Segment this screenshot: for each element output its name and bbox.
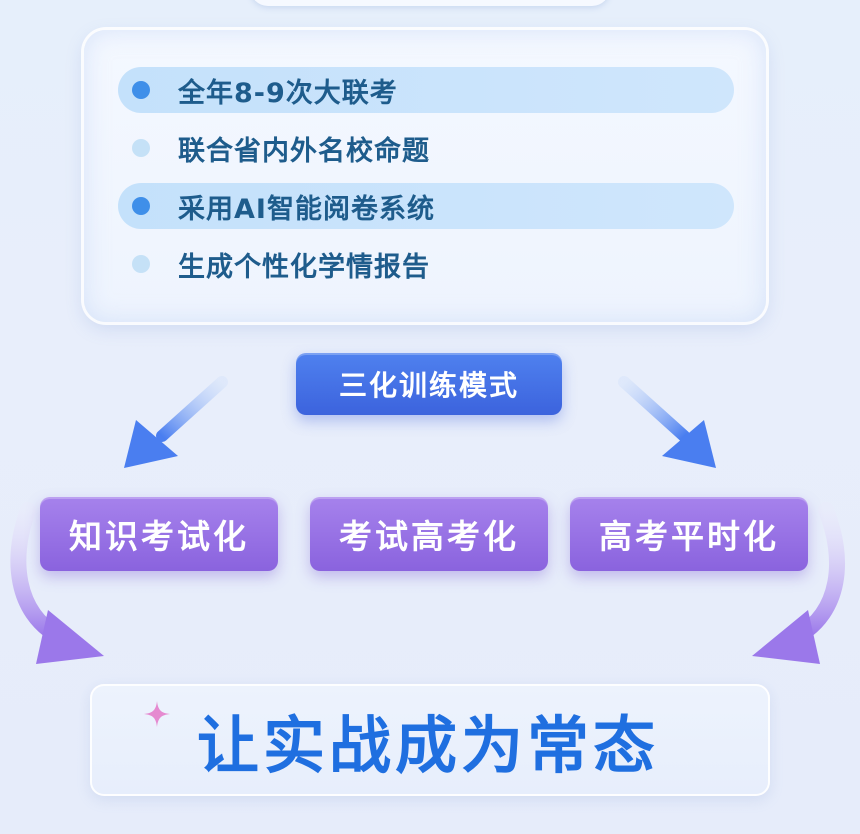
feature-item-joint-questions: 联合省内外名校命题 [118,125,734,171]
bullet-dot-icon [132,81,150,99]
training-mode-title: 三化训练模式 [296,353,562,415]
feature-text: 采用AI智能阅卷系统 [178,193,435,225]
mode-exam-gaokao: 考试高考化 [310,497,548,571]
bullet-dot-icon [132,139,150,157]
mode-knowledge-exam: 知识考试化 [40,497,278,571]
arrow-down-right-icon [618,376,716,468]
bullet-dot-icon [132,197,150,215]
feature-text: 全年8-9次大联考 [178,77,398,109]
slogan-text: 让实战成为常态 [196,709,659,782]
arrow-down-left-icon [124,376,228,468]
feature-item-report: 生成个性化学情报告 [118,241,734,287]
top-tab-edge [250,0,610,6]
mode-gaokao-daily: 高考平时化 [570,497,808,571]
feature-text: 生成个性化学情报告 [178,251,430,283]
feature-text: 联合省内外名校命题 [178,135,430,167]
feature-item-ai-grading: 采用AI智能阅卷系统 [118,183,734,229]
feature-item-joint-exams: 全年8-9次大联考 [118,67,734,113]
bullet-dot-icon [132,255,150,273]
slogan-box [90,684,770,796]
sparkle-icon [144,701,170,727]
